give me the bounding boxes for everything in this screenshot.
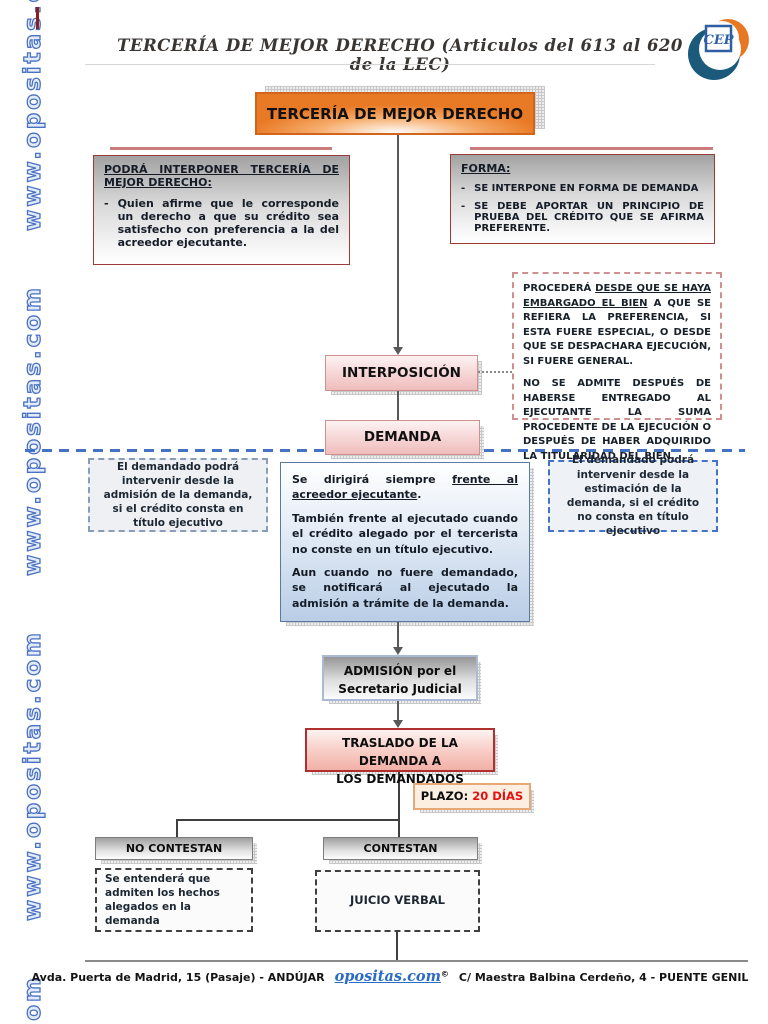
page-edge-mark bbox=[36, 7, 39, 29]
center-detail-box: Se dirigirá siempre frente al acreedor e… bbox=[280, 462, 534, 626]
traslado-box: TRASLADO DE LA DEMANDA A LOS DEMANDADOS bbox=[305, 728, 498, 786]
forma-bullet-1: SE INTERPONE EN FORMA DE DEMANDA bbox=[474, 183, 699, 194]
main-title-label: TERCERÍA DE MEJOR DERECHO bbox=[266, 105, 524, 123]
interposicion-box: INTERPOSICIÓN bbox=[325, 355, 482, 395]
connector-to-traslado bbox=[397, 701, 399, 720]
center-p2: También frente al ejecutado cuando el cr… bbox=[292, 511, 518, 556]
admision-line1: ADMISIÓN por el bbox=[343, 664, 457, 678]
bullet-marker: - bbox=[461, 201, 466, 212]
footer-address-left: Avda. Puerta de Madrid, 15 (Pasaje) - AN… bbox=[31, 971, 325, 984]
connector-dotted-procedera bbox=[478, 371, 512, 373]
procedera-p1-rest: A QUE SE REFIERA LA PREFERENCIA, SI ESTA… bbox=[523, 297, 711, 367]
center-p1-suffix: . bbox=[417, 488, 422, 502]
connector-branch-horizontal bbox=[176, 819, 400, 821]
right-note-text: El demandado podrá intervenir desde la e… bbox=[566, 454, 700, 538]
procedera-note-box: PROCEDERÁ DESDE QUE SE HAYA EMBARGADO EL… bbox=[512, 272, 722, 462]
contestan-label: CONTESTAN bbox=[363, 842, 438, 855]
footer-divider bbox=[85, 960, 748, 962]
connector-interposicion-demanda bbox=[397, 390, 399, 420]
footer-address-right: C/ Maestra Balbina Cerdeño, 4 - PUENTE G… bbox=[458, 971, 749, 984]
connector-branch-left bbox=[176, 819, 178, 837]
podra-heading: PODRÁ INTERPONER TERCERÍA DE MEJOR DEREC… bbox=[104, 163, 339, 189]
arrowhead-icon bbox=[393, 720, 403, 728]
podra-bullet-text: Quien afirme que le corresponde un derec… bbox=[117, 197, 339, 249]
center-p3: Aun cuando no fuere demandado, se notifi… bbox=[292, 565, 518, 610]
contestan-box: CONTESTAN bbox=[323, 837, 482, 864]
juicio-verbal-label: JUICIO VERBAL bbox=[350, 893, 445, 908]
no-contestan-label: NO CONTESTAN bbox=[125, 842, 223, 855]
plazo-label: PLAZO: bbox=[420, 789, 469, 803]
juicio-verbal-box: JUICIO VERBAL bbox=[315, 870, 480, 932]
main-title-box: TERCERÍA DE MEJOR DERECHO bbox=[255, 92, 535, 135]
watermark-text: www.opositas.com bbox=[19, 0, 46, 232]
admision-line2: Secretario Judicial bbox=[338, 682, 462, 696]
connector-traslado-down bbox=[398, 772, 400, 821]
footer: Avda. Puerta de Madrid, 15 (Pasaje) - AN… bbox=[32, 968, 749, 985]
center-p1-prefix: Se dirigirá siempre bbox=[292, 473, 453, 486]
decor-line-right bbox=[470, 147, 713, 150]
admision-box: ADMISIÓN por el Secretario Judicial bbox=[322, 655, 481, 704]
procedera-p1-prefix: PROCEDERÁ bbox=[523, 283, 596, 294]
connector-to-admision bbox=[397, 622, 399, 647]
no-contestan-box: NO CONTESTAN bbox=[95, 837, 257, 864]
connector-branch-right bbox=[398, 819, 400, 837]
cep-logo: CEP bbox=[683, 13, 755, 85]
connector-juicio-down bbox=[396, 932, 398, 960]
right-note-box: El demandado podrá intervenir desde la e… bbox=[548, 454, 718, 537]
left-note-box: El demandado podrá intervenir desde la a… bbox=[88, 458, 268, 532]
no-contestan-note-text: Se entenderá que admiten los hechos aleg… bbox=[105, 872, 220, 928]
procedera-p2: NO SE ADMITE DESPUÉS DE HABERSE ENTREGAD… bbox=[523, 378, 711, 462]
copyright-mark: © bbox=[440, 969, 449, 979]
no-contestan-note-box: Se entenderá que admiten los hechos aleg… bbox=[95, 868, 253, 932]
decor-line-left bbox=[110, 147, 332, 150]
arrowhead-icon bbox=[393, 647, 403, 655]
logo-text: CEP bbox=[703, 33, 734, 48]
demanda-box: DEMANDA bbox=[325, 420, 484, 459]
traslado-line1: TRASLADO DE LA DEMANDA A bbox=[342, 736, 458, 768]
procedera-p1-underlined: DESDE QUE SE HAYA EMBARGADO EL BIEN bbox=[523, 283, 711, 309]
arrowhead-icon bbox=[393, 347, 403, 355]
cep-logo-icon: CEP bbox=[688, 19, 749, 80]
podra-box: PODRÁ INTERPONER TERCERÍA DE MEJOR DEREC… bbox=[93, 155, 350, 265]
forma-box: FORMA: - SE INTERPONE EN FORMA DE DEMAND… bbox=[450, 154, 715, 244]
opositas-link[interactable]: opositas.com bbox=[334, 968, 441, 985]
plazo-value: 20 DÍAS bbox=[472, 789, 524, 803]
bullet-marker: - bbox=[104, 197, 109, 210]
bullet-marker: - bbox=[461, 183, 466, 194]
watermark-text: www.opositas.com bbox=[19, 284, 46, 576]
center-p1-underlined: frente al acreedor ejecutante bbox=[292, 473, 519, 502]
plazo-box: PLAZO: 20 DÍAS bbox=[413, 783, 534, 813]
watermark-text: www.opositas.com bbox=[19, 629, 46, 921]
forma-heading: FORMA: bbox=[461, 162, 511, 175]
forma-bullet-2: SE DEBE APORTAR UN PRINCIPIO DE PRUEBA D… bbox=[474, 201, 704, 234]
left-note-text: El demandado podrá intervenir desde la a… bbox=[103, 460, 253, 530]
header-divider bbox=[85, 64, 655, 65]
demanda-label: DEMANDA bbox=[363, 429, 442, 445]
traslado-line2: LOS DEMANDADOS bbox=[336, 772, 464, 786]
page-title: TERCERÍA DE MEJOR DERECHO (Articulos del… bbox=[117, 36, 683, 74]
interposicion-label: INTERPOSICIÓN bbox=[342, 365, 461, 381]
connector-title-to-interposicion bbox=[397, 135, 399, 347]
